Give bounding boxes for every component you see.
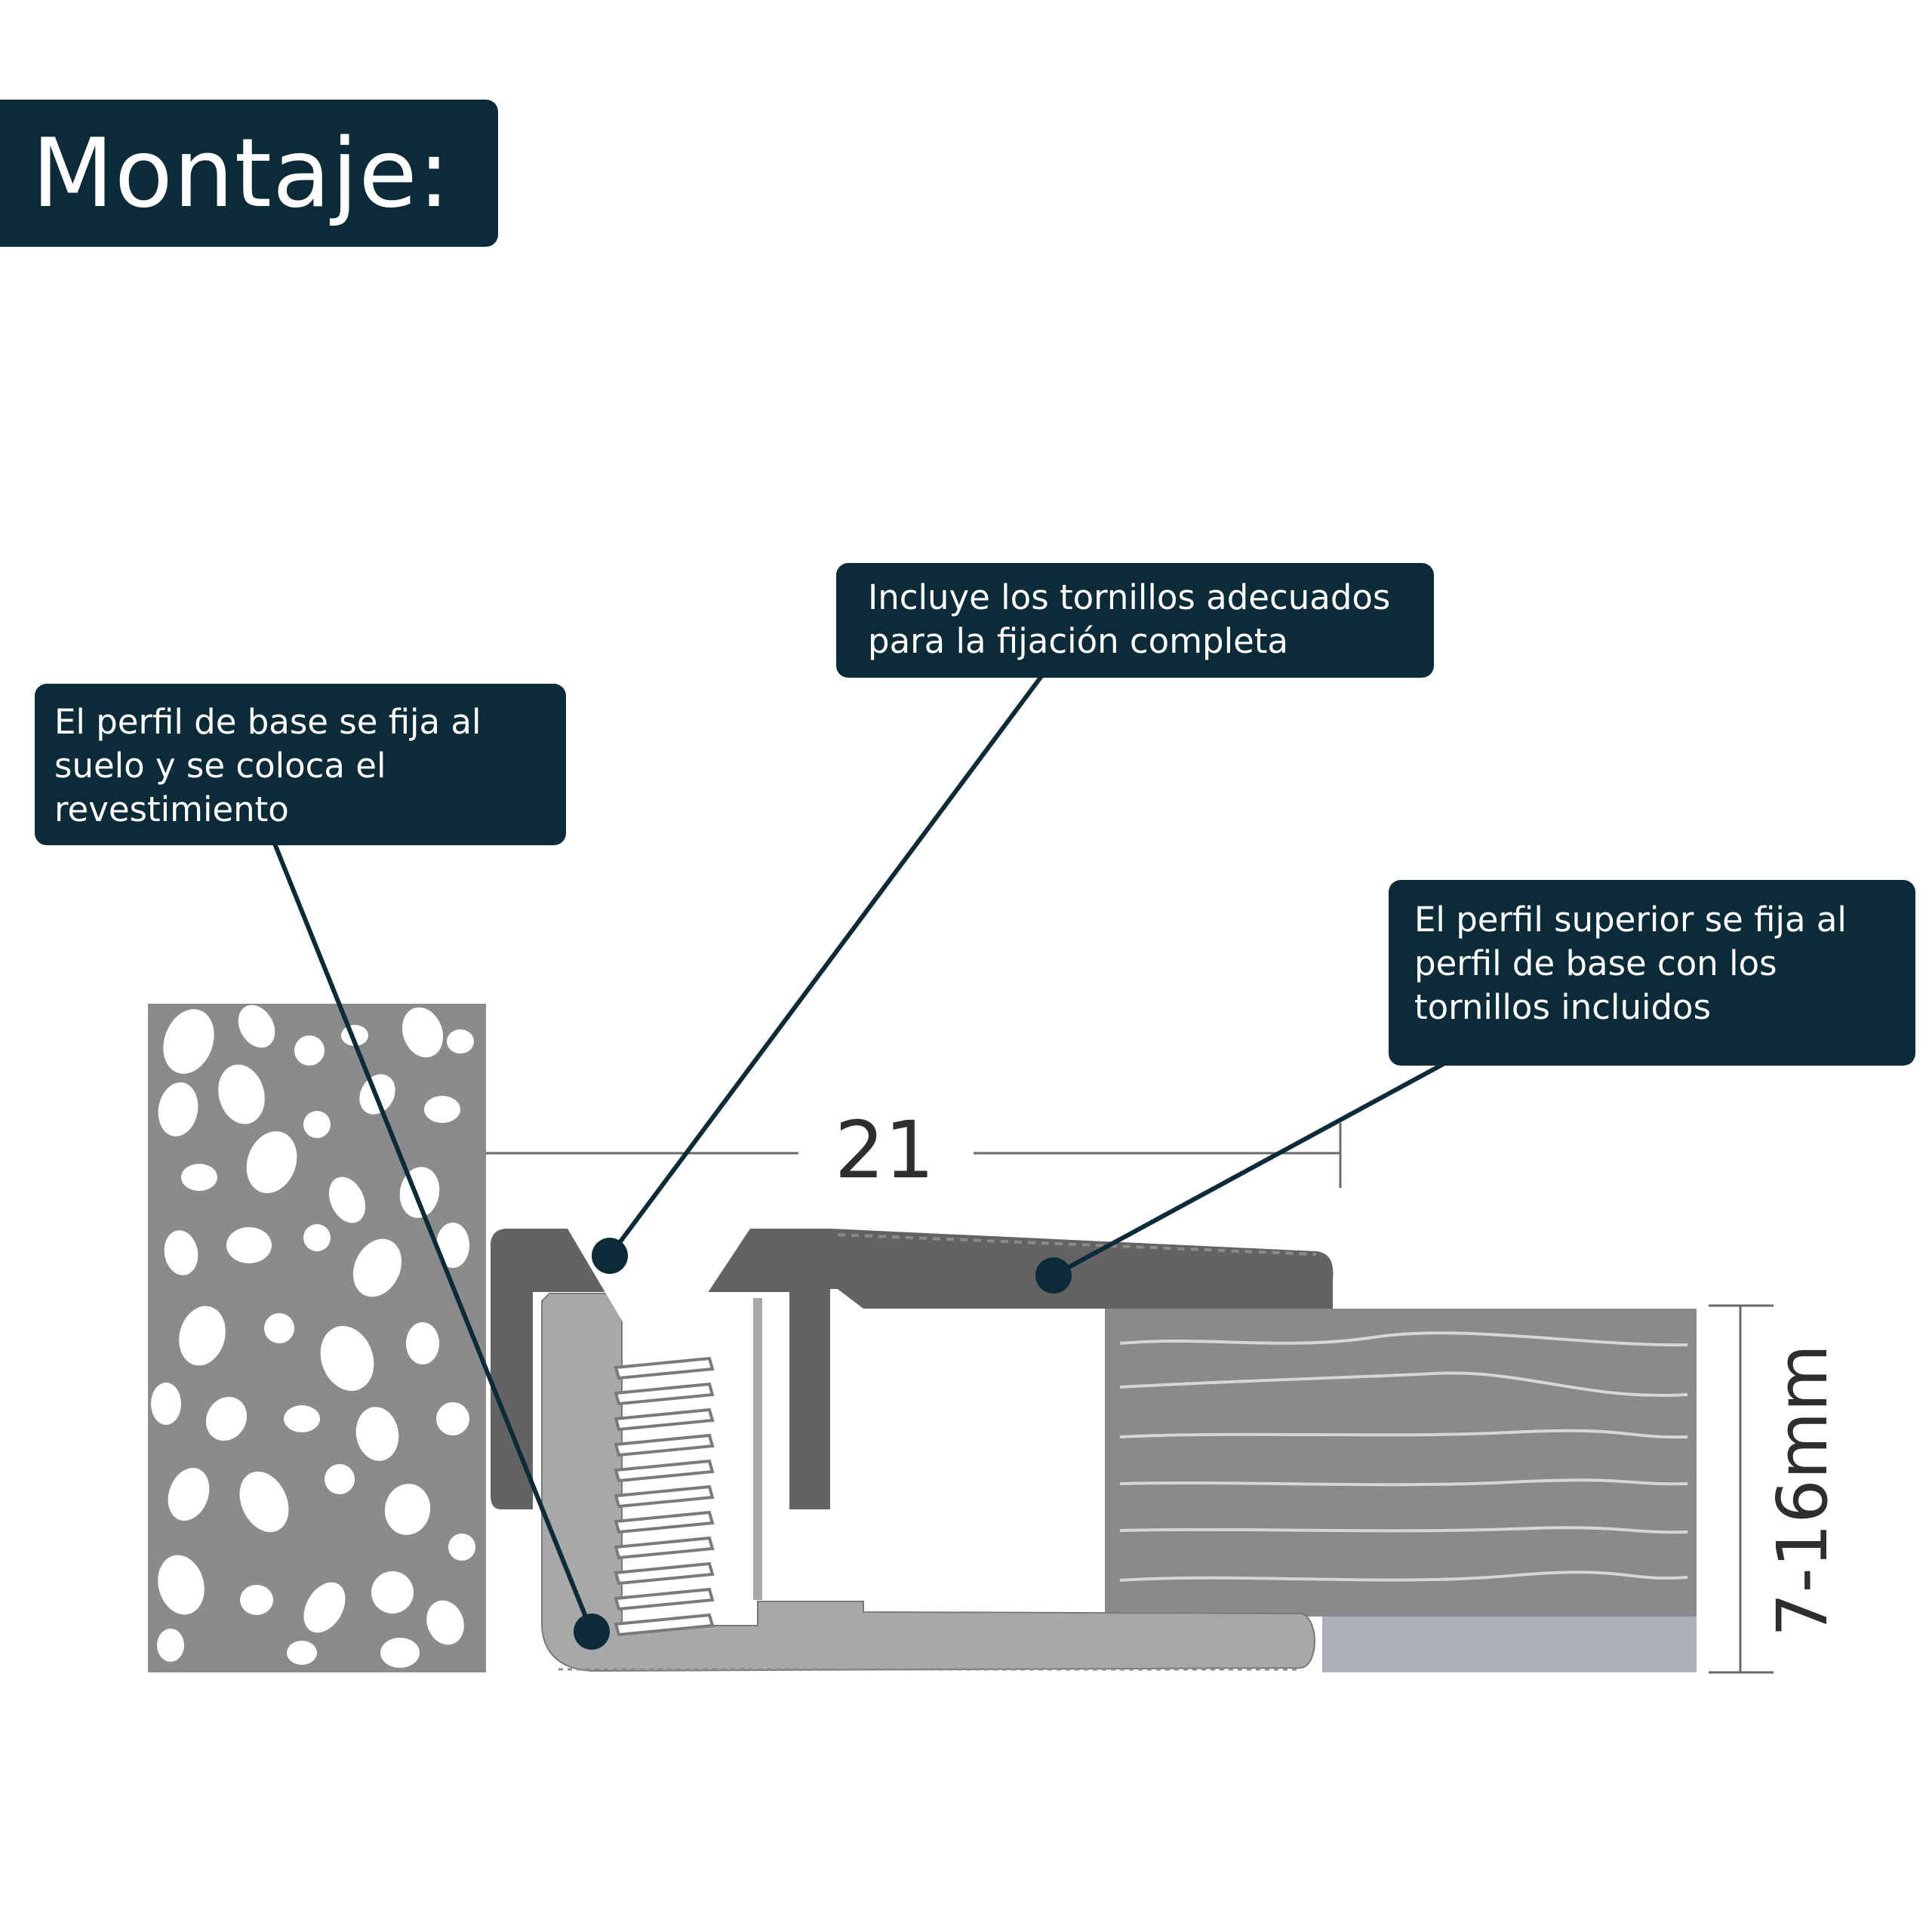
stone-pebble [436, 1402, 469, 1435]
stone-pebble [380, 1638, 420, 1668]
screw-thread [614, 1536, 715, 1560]
callout-screws: Incluye los tornillos adecuados para la … [836, 563, 1434, 678]
stone-pebble [371, 1571, 414, 1614]
top-serration [837, 1233, 1317, 1256]
callout-top-profile: El perfil superior se fija al perfil de … [1389, 880, 1915, 1066]
stone-pebble [303, 1111, 331, 1138]
stone-pebble [424, 1096, 460, 1123]
screw-thread [614, 1459, 715, 1483]
stone-pebble [284, 1405, 320, 1432]
height-dimension [1709, 1304, 1774, 1674]
stone-pebble [181, 1164, 217, 1191]
stone-wall [148, 1004, 486, 1672]
callout-base-profile: El perfil de base se fija al suelo y se … [35, 684, 566, 845]
page-title: Montaje: [32, 117, 451, 229]
stone-pebble [426, 1600, 464, 1645]
screw-thread [614, 1587, 715, 1611]
stone-pebble [239, 1471, 289, 1533]
stone-pebble [328, 1177, 366, 1223]
base-upright [753, 1298, 762, 1600]
stone-pebble [448, 1534, 475, 1561]
stone-pebble [179, 1306, 226, 1366]
screw-thread [614, 1356, 715, 1380]
stone-pebble [352, 1238, 402, 1297]
stone-pebble [157, 1629, 184, 1662]
stone-pebble [355, 1407, 399, 1461]
stone-pebble [325, 1464, 355, 1494]
stone-pebble [303, 1582, 346, 1633]
stone-pebble [158, 1082, 198, 1137]
stone-pebble [158, 1555, 205, 1615]
stone-pebble [164, 1230, 198, 1275]
top-profile [491, 1229, 1334, 1509]
stone-pebble [240, 1585, 273, 1615]
screw-thread [614, 1382, 715, 1406]
stone-pebble [264, 1313, 294, 1343]
screw-thread [614, 1433, 715, 1457]
title-banner: Montaje: [0, 100, 498, 247]
stone-pebble [246, 1131, 297, 1193]
height-label: 7-16mm [1762, 1344, 1843, 1637]
stone-pebble [238, 1004, 275, 1048]
screw-thread [614, 1407, 715, 1432]
stone-pebble [218, 1064, 265, 1124]
screw-thread [614, 1510, 715, 1534]
leader-dots [574, 1238, 1072, 1650]
screw-threads [614, 1356, 715, 1637]
screw-thread [614, 1484, 715, 1509]
floor-covering [1105, 1309, 1697, 1672]
stone-pebbles [151, 1004, 475, 1668]
stone-pebble [384, 1484, 431, 1535]
stone-pebble [447, 1029, 474, 1054]
stone-pebble [406, 1322, 439, 1364]
leader-lines [272, 675, 1447, 1633]
stone-pebble [320, 1326, 374, 1391]
stone-pebble [168, 1468, 210, 1521]
stone-pebble [205, 1396, 248, 1441]
stone-pebble [436, 1223, 469, 1268]
stone-pebble [151, 1383, 181, 1425]
width-label: 21 [835, 1104, 934, 1196]
stone-pebble [163, 1009, 214, 1074]
stone-pebble [294, 1035, 325, 1066]
stone-pebble [226, 1227, 272, 1263]
screw-thread [614, 1561, 715, 1586]
screw-thread [614, 1613, 715, 1637]
stone-pebble [303, 1224, 331, 1251]
stone-pebble [287, 1641, 317, 1665]
stone-pebble [401, 1007, 444, 1058]
